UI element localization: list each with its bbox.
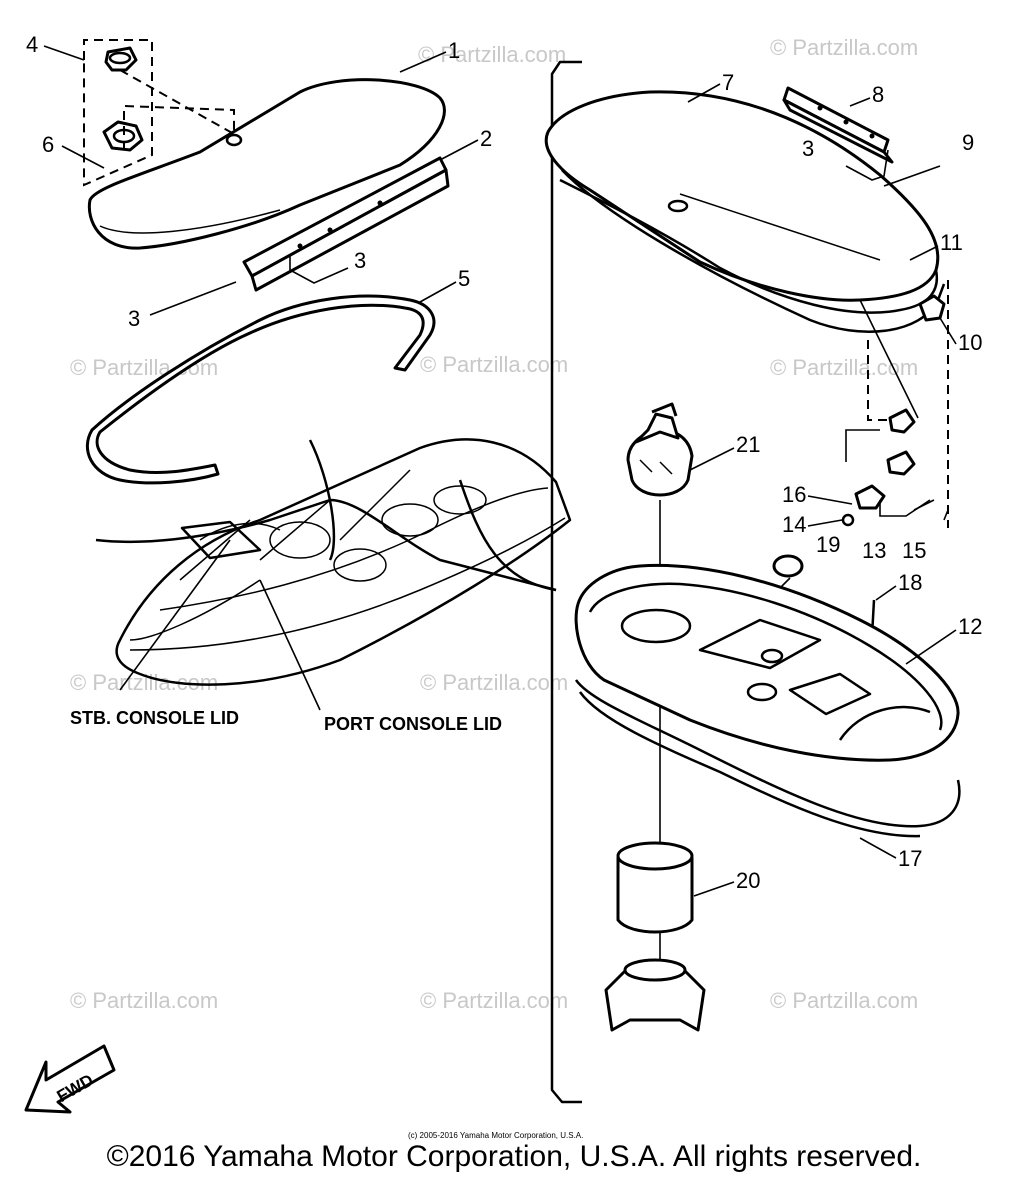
callout-9: 9: [962, 130, 974, 155]
callout-18: 18: [898, 570, 922, 595]
leader-line: [859, 299, 919, 419]
callout-11: 11: [940, 230, 963, 255]
caption-stb-console-lid: STB. CONSOLE LID: [70, 708, 239, 728]
watermark: © Partzilla.com: [420, 352, 568, 377]
part-15-screw: [943, 509, 949, 521]
latch-assembly: [841, 408, 949, 527]
callout-3: 3: [128, 306, 140, 331]
part-20-sleeve: [616, 841, 694, 934]
part-6-knob: [102, 120, 144, 152]
part-12-console-box: [574, 564, 960, 762]
callout-1: 1: [448, 38, 460, 63]
callout-6: 6: [42, 132, 54, 157]
callout-4: 4: [26, 32, 38, 57]
callout-3: 3: [354, 248, 366, 273]
callout-12: 12: [958, 614, 982, 639]
watermark: © Partzilla.com: [420, 988, 568, 1013]
small-copyright: (c) 2005-2016 Yamaha Motor Corporation, …: [408, 1131, 583, 1140]
lid-hole: [225, 133, 243, 147]
watermark: © Partzilla.com: [420, 670, 568, 695]
leader-line: [845, 149, 889, 181]
leader-line: [149, 281, 237, 316]
part-2-hinge: [242, 156, 450, 292]
callout-3: 3: [802, 136, 814, 161]
port-bracket: [550, 60, 582, 1104]
leader-line: [289, 255, 349, 284]
leader-line: [883, 165, 941, 187]
cup-base: [604, 958, 706, 1032]
callout-8: 8: [872, 82, 884, 107]
leader-line: [458, 479, 557, 592]
part-14-washer: [841, 513, 855, 527]
callout-16: 16: [782, 482, 806, 507]
assembly-line: [123, 104, 235, 150]
stb-leader: [119, 539, 231, 691]
part-21-cup-holder: [626, 402, 694, 497]
callout-15: 15: [902, 538, 926, 563]
part-17-seal: [574, 679, 961, 828]
callout-2: 2: [480, 126, 492, 151]
callout-20: 20: [736, 868, 760, 893]
leader-line: [845, 429, 880, 462]
part-10-latch: [918, 294, 946, 322]
leader-line: [308, 439, 336, 561]
port-leader: [259, 579, 321, 711]
boat-illustration: [95, 438, 572, 686]
callout-14: 14: [782, 512, 806, 537]
watermark: © Partzilla.com: [70, 988, 218, 1013]
part-5-seal: [85, 294, 436, 485]
callout-10: 10: [958, 330, 982, 355]
leader-line: [879, 499, 931, 517]
watermark: © Partzilla.com: [70, 670, 218, 695]
part-19-ring: [772, 554, 804, 578]
callout-7: 7: [722, 70, 734, 95]
callout-19: 19: [816, 532, 840, 557]
dashed-group-box: [83, 39, 153, 187]
part-11-seal: [561, 169, 946, 333]
callout-17: 17: [898, 846, 922, 871]
part-8-hinge: [782, 86, 894, 164]
copyright-footer: ©2016 Yamaha Motor Corporation, U.S.A. A…: [106, 1140, 922, 1173]
part-7-port-lid: [544, 90, 940, 314]
callout-13: 13: [862, 538, 886, 563]
watermark: © Partzilla.com: [770, 35, 918, 60]
watermark: © Partzilla.com: [770, 988, 918, 1013]
parts-diagram: © Partzilla.com © Partzilla.com © Partzi…: [24, 32, 982, 1140]
part-1-stb-lid: [87, 78, 446, 250]
assembly-line: [119, 69, 235, 135]
watermark: © Partzilla.com: [418, 42, 566, 67]
part-4-knob: [104, 46, 138, 72]
caption-port-console-lid: PORT CONSOLE LID: [324, 714, 502, 734]
assembly-line: [867, 340, 900, 421]
callout-21: 21: [736, 432, 760, 457]
watermark: © Partzilla.com: [770, 355, 918, 380]
fwd-arrow: FWD: [24, 1044, 116, 1114]
callout-5: 5: [458, 266, 470, 291]
